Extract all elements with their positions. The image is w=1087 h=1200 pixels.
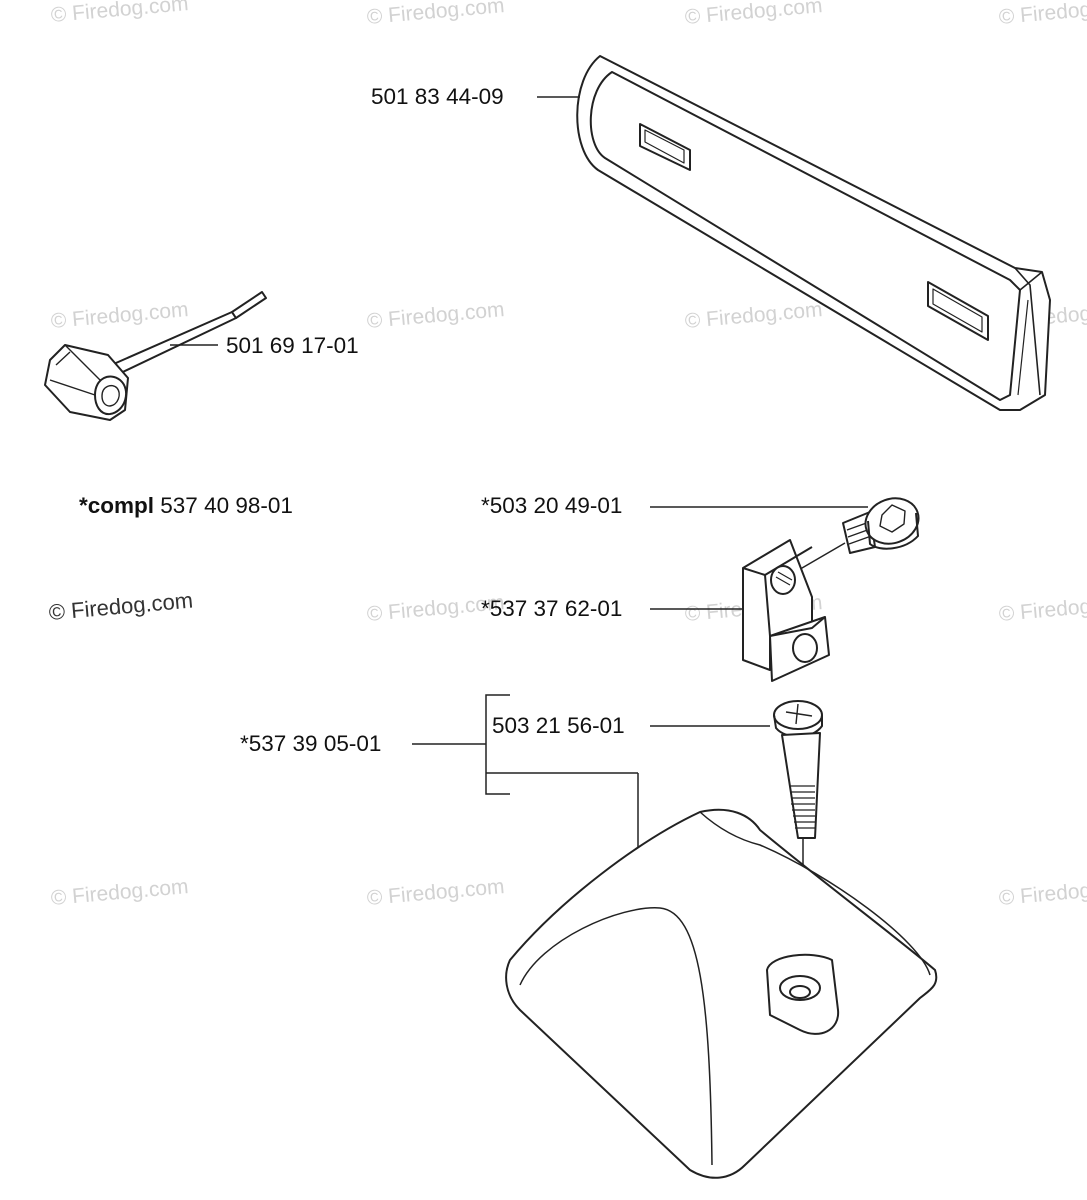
bar-guard-illustration (576, 55, 1051, 411)
part-label-bracket: *537 37 62-01 (481, 596, 623, 621)
combination-wrench-illustration (44, 291, 267, 421)
screw-illustration (773, 700, 823, 839)
part-label-screw: 503 21 56-01 (492, 713, 625, 738)
kit-bracket-lines (412, 694, 770, 860)
part-label-bolt: *503 20 49-01 (481, 493, 623, 518)
kit-note-number: 537 40 98-01 (160, 493, 293, 518)
bolt-illustration (842, 497, 920, 554)
spike-illustration (505, 808, 938, 1179)
part-label-spike-kit: *537 39 05-01 (240, 731, 382, 756)
kit-note-prefix: *compl (79, 493, 155, 518)
part-label-bar-guard: 501 83 44-09 (371, 84, 504, 109)
part-label-combination-wrench: 501 69 17-01 (226, 333, 359, 358)
bracket-illustration (742, 539, 830, 682)
kit-note: *compl 537 40 98-01 (79, 493, 293, 518)
